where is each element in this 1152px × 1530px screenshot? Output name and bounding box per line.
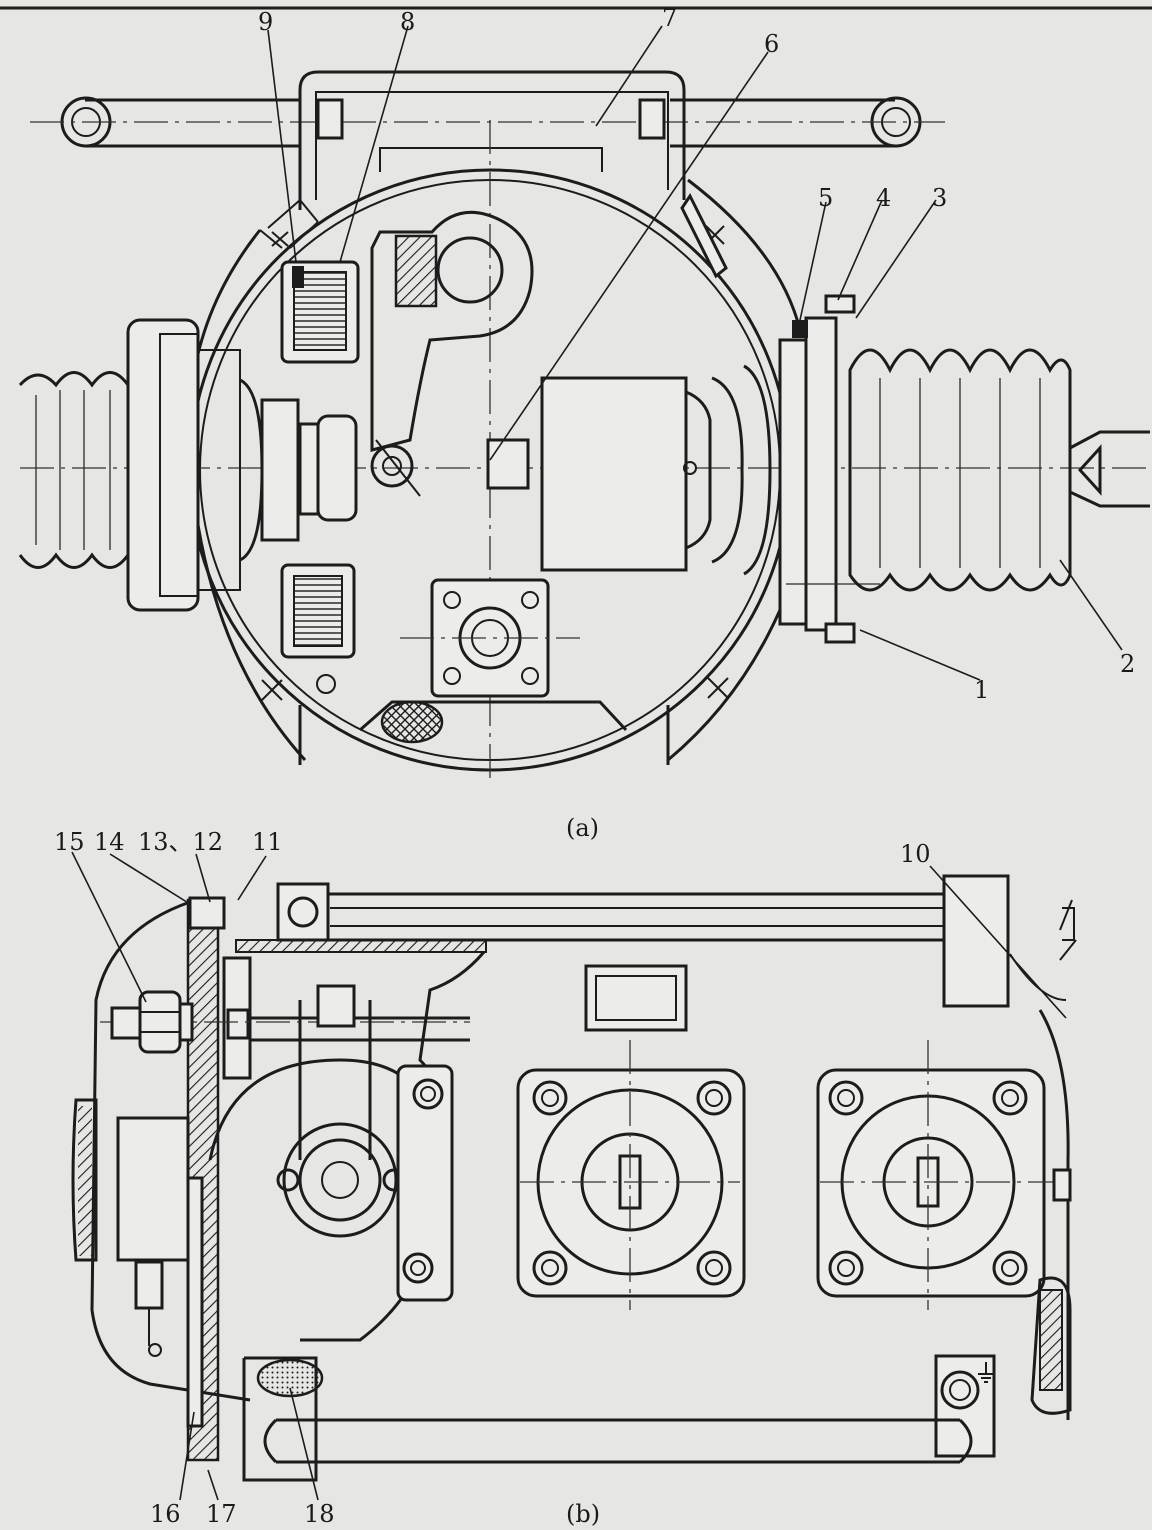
callout-6: 6 xyxy=(764,30,779,58)
hatched-plate xyxy=(235,939,487,953)
right-edge-b xyxy=(1030,1009,1072,1420)
bottom-flange-a xyxy=(400,578,580,698)
left-bellows xyxy=(18,318,358,612)
callout-10: 10 xyxy=(900,840,931,868)
bracket-part-7 xyxy=(298,70,686,210)
callout-leaders-a xyxy=(267,25,1123,681)
callout-17: 17 xyxy=(206,1500,237,1528)
callout-leaders-b xyxy=(71,851,1067,1501)
coil-lower-part-9 xyxy=(280,563,356,694)
callout-14: 14 xyxy=(94,828,125,856)
caption-b: (b) xyxy=(566,1500,600,1528)
coil-upper-part-9 xyxy=(280,260,360,364)
stud-parts-11-12-13 xyxy=(100,896,470,1080)
callout-1: 1 xyxy=(974,676,989,704)
callout-8: 8 xyxy=(400,8,415,36)
block-part-10 xyxy=(942,874,1077,1008)
callout-11: 11 xyxy=(252,828,283,856)
nut-part-15 xyxy=(110,990,194,1054)
view-a: 1 2 3 4 5 6 7 8 9 (a) xyxy=(18,4,1150,842)
callout-7: 7 xyxy=(662,4,677,32)
callout-3: 3 xyxy=(932,184,947,212)
callout-5: 5 xyxy=(818,184,833,212)
callout-9: 9 xyxy=(258,8,273,36)
right-flange-b xyxy=(816,1040,1060,1310)
callout-4: 4 xyxy=(876,184,891,212)
spring-clip xyxy=(680,193,728,279)
callout-15: 15 xyxy=(54,828,85,856)
side-flange-left xyxy=(396,1064,454,1302)
lever-crank xyxy=(370,210,534,497)
right-flange-parts-3-4-5 xyxy=(778,294,880,644)
ground-block xyxy=(934,1354,996,1458)
lever-arm-b xyxy=(208,951,486,1342)
center-flange-b xyxy=(516,1040,746,1310)
callout-18: 18 xyxy=(304,1500,335,1528)
plunger-part-6 xyxy=(486,364,772,576)
bottom-rod-b xyxy=(242,1356,973,1482)
top-rod-b xyxy=(276,882,977,942)
caption-a: (a) xyxy=(566,814,599,842)
callout-16: 16 xyxy=(150,1500,181,1528)
left-cover-part-14 xyxy=(71,900,251,1402)
bottom-bushing-a xyxy=(359,700,628,744)
callout-13-12: 13、12 xyxy=(138,828,223,856)
handle-bar-a xyxy=(30,96,945,148)
view-b: 15 14 13、12 11 10 16 17 18 (b) xyxy=(54,828,1077,1528)
right-bellows-part-2 xyxy=(848,348,1150,592)
callout-2: 2 xyxy=(1120,650,1135,678)
